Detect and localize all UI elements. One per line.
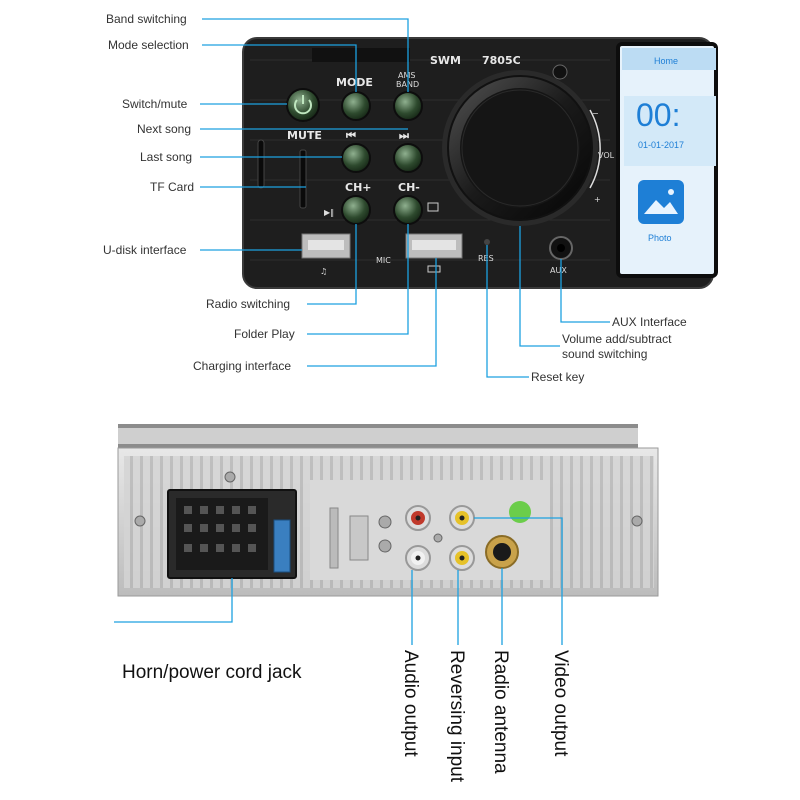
screw-icon [224, 471, 236, 483]
mute-label: MUTE [287, 129, 322, 142]
next-icon: ⏭ [399, 129, 409, 142]
mic-label: MIC [376, 256, 391, 265]
label-switch-mute: Switch/mute [122, 97, 188, 111]
usb-port-left[interactable] [301, 233, 351, 259]
radio-antenna-jack[interactable] [485, 535, 519, 569]
label-band-switching: Band switching [106, 12, 187, 26]
display-screen [616, 42, 718, 278]
mode-label: MODE [336, 76, 373, 89]
label-next-song: Next song [137, 122, 191, 136]
label-volume-2: sound switching [562, 347, 647, 361]
play-pause-icon: ▶‖ [324, 208, 334, 217]
rca-audio-red[interactable] [405, 505, 431, 531]
label-mode-selection: Mode selection [108, 38, 189, 52]
vol-plus: + [594, 195, 601, 204]
mode-button[interactable] [341, 91, 371, 121]
aux-label: AUX [550, 266, 567, 275]
ch-minus-button[interactable] [393, 195, 423, 225]
last-song-button[interactable] [341, 143, 371, 173]
vol-label: VOL [598, 151, 615, 160]
ch-plus-button[interactable] [341, 195, 371, 225]
vol-arc [589, 109, 601, 189]
rca-audio-white[interactable] [405, 545, 431, 571]
label-radio-switching: Radio switching [206, 297, 290, 311]
label-last-song: Last song [140, 150, 192, 164]
music-note-icon: ♫ [320, 267, 327, 276]
ch-minus-label: CH- [398, 181, 420, 194]
screw-icon [134, 515, 146, 527]
usb-port-right[interactable] [405, 233, 463, 259]
remote-sensor-icon [552, 64, 568, 80]
volume-knob[interactable] [442, 70, 598, 226]
label-charging: Charging interface [193, 359, 291, 373]
sticker-icon [509, 501, 531, 523]
reset-hole[interactable] [484, 239, 490, 245]
label-reset-key: Reset key [531, 370, 584, 384]
wire-clip [349, 515, 369, 561]
vol-minus: − [592, 109, 599, 118]
screen-date: 01-01-2017 [638, 140, 684, 150]
tf-card-slot[interactable] [257, 139, 265, 189]
label-reversing-input: Reversing input [446, 650, 467, 783]
rca-reversing-yellow[interactable] [449, 545, 475, 571]
screw-icon [433, 533, 443, 543]
label-volume-1: Volume add/subtract [562, 332, 672, 346]
ch-plus-label: CH+ [345, 181, 372, 194]
model-text: 7805C [482, 54, 521, 67]
battery-icon [427, 265, 441, 273]
screw-icon [378, 539, 392, 553]
rear-callout-lines [114, 517, 563, 645]
power-button[interactable] [286, 88, 320, 122]
label-audio-output: Audio output [400, 650, 421, 757]
ams-label: AMS [398, 71, 415, 80]
tf-card-slot-2 [299, 149, 307, 209]
prev-icon: ⏮ [346, 129, 356, 142]
label-folder-play: Folder Play [234, 327, 295, 341]
label-aux-interface: AUX Interface [612, 315, 687, 329]
brand-text: SWM [430, 54, 461, 67]
fuse-slot [329, 507, 339, 569]
screen-home-label[interactable]: Home [654, 56, 678, 66]
res-label: RES [478, 254, 494, 263]
label-video-output: Video output [550, 650, 571, 757]
folder-icon [427, 202, 439, 212]
label-horn-power: Horn/power cord jack [122, 662, 302, 683]
band-button[interactable] [393, 91, 423, 121]
screen-time: 00: [636, 97, 680, 133]
rca-video-yellow-top[interactable] [449, 505, 475, 531]
label-u-disk: U-disk interface [103, 243, 187, 257]
next-song-button[interactable] [393, 143, 423, 173]
screen-photo-label: Photo [648, 233, 672, 243]
iso-connector[interactable] [167, 489, 297, 579]
screw-icon [378, 515, 392, 529]
label-radio-antenna: Radio antenna [490, 650, 511, 774]
screw-icon [631, 515, 643, 527]
label-tf-card: TF Card [150, 180, 194, 194]
front-callout-lines [200, 18, 610, 378]
photo-icon[interactable] [638, 180, 684, 224]
